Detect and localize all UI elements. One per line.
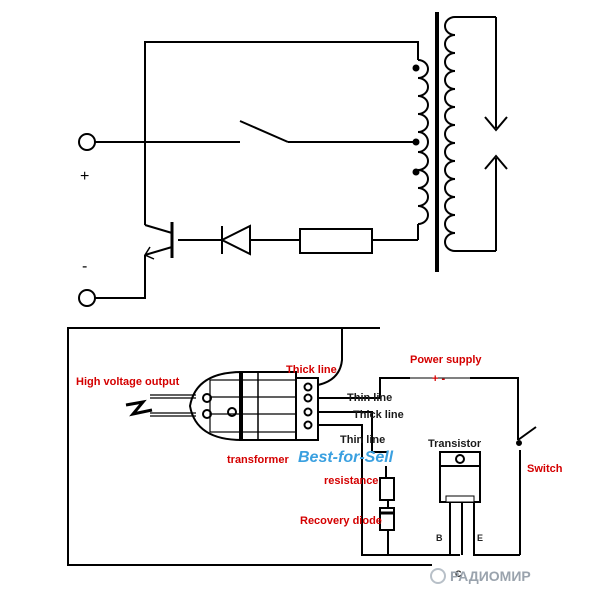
board-outline [67, 327, 432, 566]
schematic-switch [239, 120, 289, 143]
spark-symbol [125, 399, 153, 417]
label-thick-line-2: Thick line [353, 409, 404, 421]
label-power-supply: Power supply [410, 354, 482, 366]
label-polarity: + - [432, 373, 445, 385]
wiring-transistor [439, 451, 481, 555]
winding-dot [412, 168, 420, 176]
label-thick-line-top: Thick line [286, 364, 337, 376]
seller-watermark: Best-for-Sell [298, 449, 394, 466]
schematic [78, 12, 508, 307]
transformer-body [188, 370, 319, 442]
wiring-diode [379, 507, 395, 531]
negative-terminal [78, 289, 96, 307]
transformer-secondary [444, 16, 496, 252]
transformer-primary [417, 59, 429, 225]
schematic-wires [95, 41, 419, 299]
wiring-diagram [67, 327, 537, 566]
label-transistor: Transistor [428, 438, 482, 450]
positive-terminal [78, 133, 96, 151]
plus-sign: + [80, 168, 89, 185]
transistor-highlight [445, 495, 475, 503]
label-resistance: resistance [324, 475, 378, 487]
label-thin-line-1: Thin line [347, 392, 392, 404]
spark-gap-arrows [484, 17, 508, 251]
schematic-diode [219, 224, 251, 256]
wiring-resistor [379, 477, 395, 501]
label-thin-line-2: Thin line [340, 434, 385, 446]
pin-b-label: B [436, 533, 443, 543]
label-high-voltage-output: High voltage output [76, 376, 180, 388]
label-switch: Switch [527, 463, 563, 475]
junction-dot [412, 138, 420, 146]
schematic-dots [412, 64, 420, 176]
winding-dot [412, 64, 420, 72]
output-leads [150, 394, 196, 417]
label-transformer: transformer [227, 454, 289, 466]
pin-c-label: C [455, 569, 462, 579]
wiring-switch [516, 426, 537, 463]
schematic-resistor [299, 228, 373, 254]
pin-e-label: E [477, 533, 483, 543]
site-watermark-text: РАДИОМИР [450, 568, 531, 584]
site-watermark: РАДИОМИР [430, 568, 531, 584]
minus-sign: - [82, 258, 87, 275]
schematic-transistor [143, 222, 174, 260]
label-recovery-diode: Recovery diode [300, 515, 382, 527]
site-logo-icon [430, 568, 446, 584]
